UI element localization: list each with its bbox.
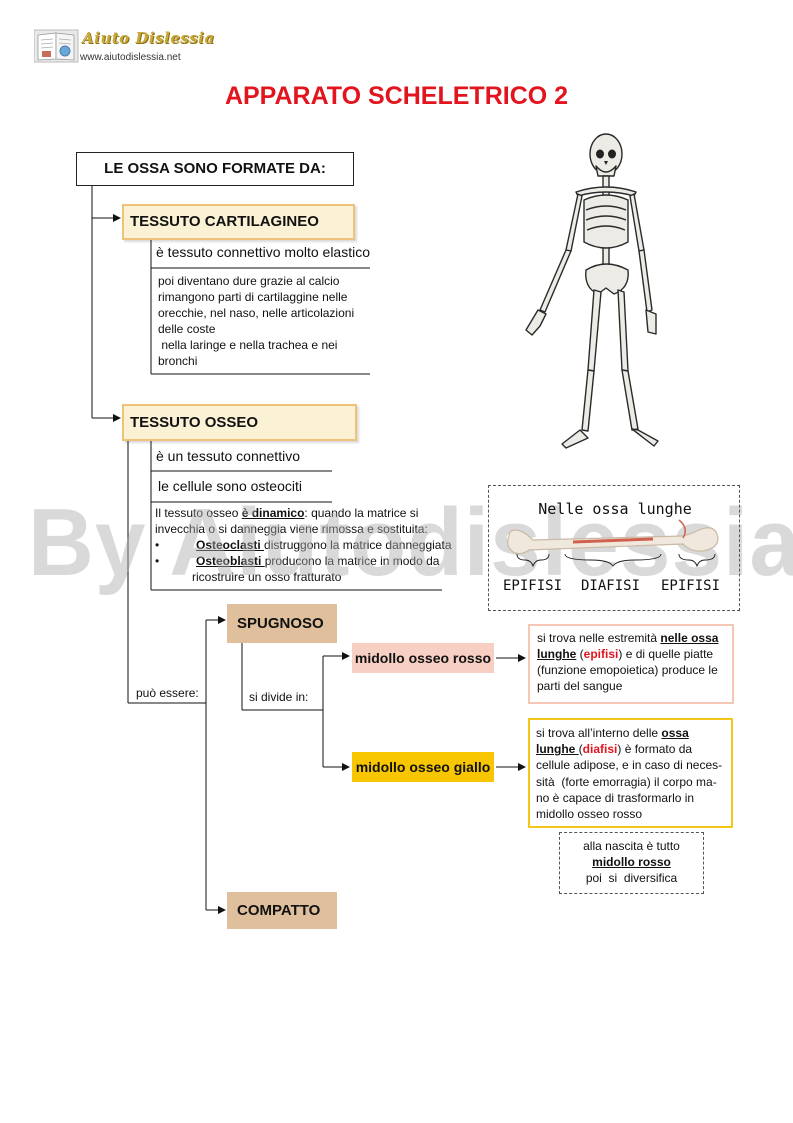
info-line: parti del sangue — [537, 679, 623, 693]
info-nascita: alla nascita è tutto midollo rosso poi s… — [559, 832, 704, 894]
cartilagineo-detail-line: rimangono parti di cartilaggine nelle — [158, 290, 348, 304]
tag-tessuto-cartilagineo: TESSUTO CARTILAGINEO — [122, 204, 355, 240]
text-span: ( — [576, 647, 584, 661]
logo-name: Aiuto Dislessia — [82, 29, 215, 47]
text-span: distruggono la matrice danneggiata — [264, 538, 452, 552]
bone-label-epifisi: EPIFISI — [503, 578, 563, 594]
osseo-desc-1: è un tessuto connettivo — [156, 448, 300, 464]
info-midollo-rosso: si trova nelle estremità nelle ossa lung… — [528, 624, 734, 704]
long-bone-figure: Nelle ossa lunghe EPIFISI DIAFISI EPIFIS… — [488, 485, 740, 611]
text-span-red: diafisi — [582, 742, 618, 757]
text-span-bold: ossa — [661, 726, 689, 740]
text-span-bold: Osteoclasti — [196, 538, 265, 552]
info-line: alla nascita è tutto — [583, 839, 680, 853]
info-line: lunghe (epifisi) e di quelle piatte — [537, 646, 732, 662]
bone-figure-title: Nelle ossa lunghe — [538, 500, 692, 518]
femur-bone-icon — [507, 519, 719, 568]
text-span-bold: lunghe — [536, 742, 579, 757]
info-line: midollo rosso — [592, 855, 671, 869]
skeleton-icon — [525, 133, 659, 449]
info-line: lunghe (diafisi) è formato da — [536, 741, 731, 757]
cartilagineo-detail-line: poi diventano dure grazie al calcio — [158, 274, 340, 288]
main-heading-box: LE OSSA SONO FORMATE DA: — [76, 152, 354, 186]
bullet-dot: • — [155, 554, 160, 568]
info-line: midollo osseo rosso — [536, 807, 643, 822]
info-midollo-giallo: si trova all’interno delle ossa lunghe (… — [528, 718, 733, 828]
text-span: si trova nelle estremità — [537, 631, 661, 645]
bone-label-epifisi: EPIFISI — [661, 578, 721, 594]
text-span: : quando la matrice si — [304, 506, 419, 520]
osseo-dinamico-line: Il tessuto osseo è dinamico: quando la m… — [155, 505, 455, 521]
info-line: cellule adipose, e in caso di neces- — [536, 758, 723, 773]
text-span-red: epifisi — [583, 647, 619, 661]
text-span-bold: nelle ossa — [660, 631, 719, 645]
text-span: Il tessuto osseo — [155, 506, 242, 520]
tag-midollo-rosso: midollo osseo rosso — [352, 643, 494, 673]
text-span-bold: è dinamico — [241, 506, 305, 520]
tag-compatto: COMPATTO — [227, 892, 337, 929]
info-line: sità (forte emorragia) il corpo ma- — [536, 774, 717, 789]
puo-essere-label: può essere: — [136, 686, 199, 700]
cartilagineo-details: poi diventano dure grazie al calcio rima… — [158, 273, 354, 369]
osseo-desc-2: le cellule sono osteociti — [158, 478, 302, 494]
tag-midollo-giallo: midollo osseo giallo — [352, 752, 494, 782]
info-line: no è capace di trasformarlo in — [536, 790, 695, 805]
cartilagineo-detail-line: bronchi — [158, 354, 198, 368]
info-line: si trova all’interno delle ossa — [536, 725, 731, 741]
logo-url: www.aiutodislessia.net — [80, 52, 181, 63]
cartilagineo-detail-line: delle coste — [158, 322, 216, 336]
text-span: ) è formato da — [617, 742, 693, 757]
si-divide-label: si divide in: — [249, 690, 309, 704]
text-span: ) e di quelle piatte — [618, 647, 714, 661]
info-line: poi si diversifica — [585, 871, 678, 885]
cartilagineo-detail-line: orecchie, nel naso, nelle articolazioni — [158, 306, 355, 320]
text-span: producono la matrice in modo da — [264, 554, 440, 568]
osseo-dinamico-line: invecchia o si danneggia viene rimossa e… — [155, 522, 428, 536]
text-span-bold: lunghe — [537, 647, 577, 661]
logo-book-icon — [34, 29, 79, 63]
bullet-dot: • — [155, 538, 160, 552]
osseo-dinamico-text: Il tessuto osseo è dinamico: quando la m… — [155, 505, 455, 585]
cartilagineo-desc: è tessuto connettivo molto elastico — [156, 244, 371, 260]
page-title: APPARATO SCHELETRICO 2 — [224, 82, 569, 110]
info-line: si trova nelle estremità nelle ossa — [537, 630, 732, 646]
text-span: si trova all’interno delle — [536, 726, 662, 740]
bullet-osteoclasti: • Osteoclasti distruggono la matrice dann… — [155, 537, 455, 553]
bone-label-diafisi: DIAFISI — [581, 578, 641, 594]
text-span-bold: Osteoblasti — [196, 554, 265, 568]
cartilagineo-detail-line: nella laringe e nella trachea e nei — [158, 338, 338, 352]
info-line: (funzione emopoietica) produce le — [537, 663, 718, 677]
text-span: ( — [578, 742, 583, 757]
bullet-osteoblasti: • Osteoblasti producono la matrice in mod… — [155, 553, 455, 569]
tag-tessuto-osseo: TESSUTO OSSEO — [122, 404, 357, 441]
osseo-dinamico-line: ricostruire un osso fratturato — [192, 570, 342, 584]
tag-spugnoso: SPUGNOSO — [227, 604, 337, 643]
